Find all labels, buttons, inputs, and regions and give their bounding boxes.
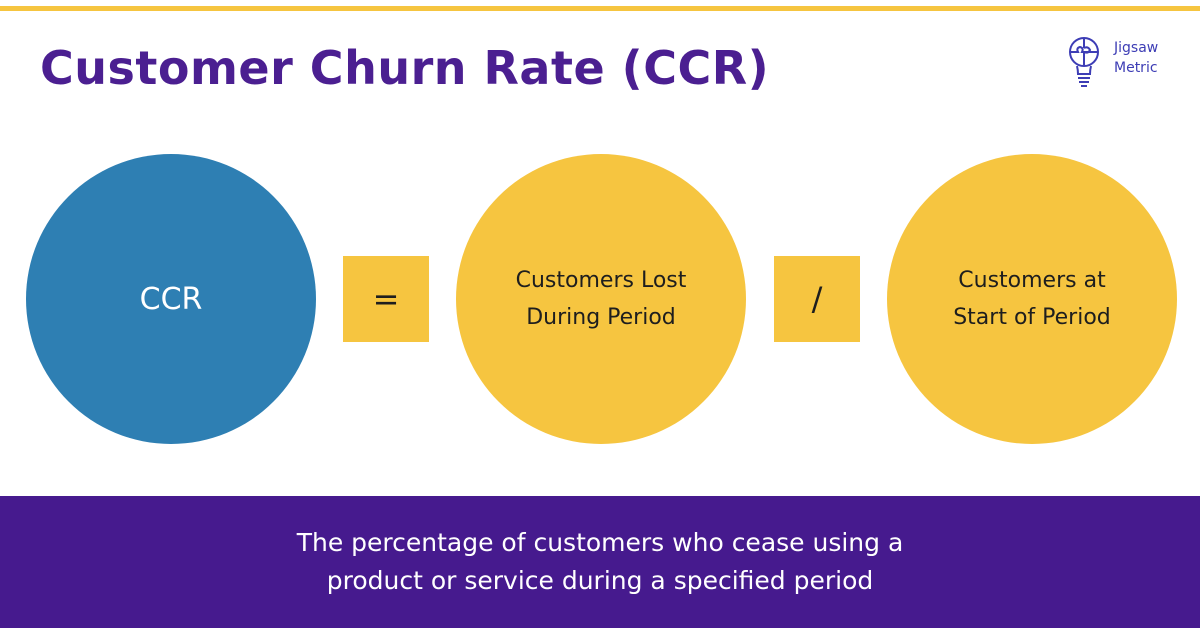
- page-title: Customer Churn Rate (CCR): [40, 41, 770, 95]
- ccr-label: CCR: [139, 281, 203, 317]
- customers-start-line-1: Customers at: [958, 268, 1106, 293]
- customers-lost-line-2: During Period: [526, 305, 676, 330]
- equals-sign: =: [372, 280, 400, 318]
- divide-operator-box: /: [774, 256, 860, 342]
- customers-start-line-2: Start of Period: [953, 305, 1111, 330]
- lightbulb-puzzle-icon: [1069, 37, 1099, 87]
- top-accent-line: [0, 6, 1200, 11]
- customers-lost-circle: Customers Lost During Period: [456, 154, 746, 444]
- equals-operator-box: =: [343, 256, 429, 342]
- divide-sign: /: [811, 280, 823, 318]
- definition-footer: The percentage of customers who cease us…: [0, 496, 1200, 628]
- definition-line-1: The percentage of customers who cease us…: [296, 528, 904, 557]
- logo-line-1: Jigsaw: [1114, 40, 1159, 56]
- customers-lost-line-1: Customers Lost: [515, 268, 687, 293]
- logo-line-2: Metric: [1114, 60, 1158, 76]
- definition-line-2: product or service during a specified pe…: [326, 566, 874, 595]
- customers-start-circle: Customers at Start of Period: [887, 154, 1177, 444]
- logo: Jigsaw Metric: [1066, 36, 1176, 90]
- ccr-circle: CCR: [26, 154, 316, 444]
